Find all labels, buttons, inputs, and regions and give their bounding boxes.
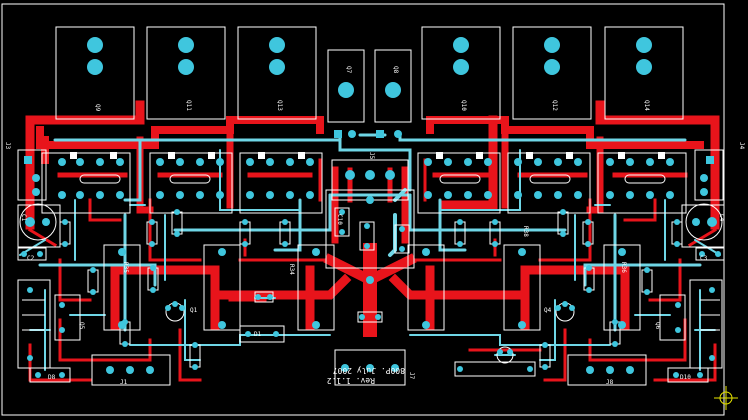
label-j3: J3 — [4, 142, 11, 150]
label-r36: R36 — [620, 262, 627, 273]
q13-outline — [237, 26, 317, 120]
q11-outline — [146, 26, 226, 120]
label-q11: Q11 — [185, 100, 192, 111]
label-d10: D10 — [680, 374, 691, 381]
label-q1: Q1 — [190, 307, 198, 314]
label-q9: Q9 — [94, 104, 101, 112]
label-c3: C3 — [700, 255, 708, 262]
q10-outline — [421, 26, 501, 120]
label-q10: Q10 — [460, 100, 467, 111]
label-c4: C4 — [718, 214, 725, 222]
j4-outline — [694, 149, 724, 201]
q14-outline — [604, 26, 684, 120]
label-j7: J7 — [408, 372, 415, 380]
q8-outline — [374, 49, 412, 123]
label-c10: C10 — [336, 214, 343, 225]
label-j4: J4 — [738, 142, 745, 150]
label-r38: R38 — [522, 226, 529, 237]
q9-outline — [55, 26, 135, 120]
label-d1: D1 — [254, 331, 262, 338]
revision-text: Rev. 1.1.2 800P. July 2007 — [327, 366, 405, 385]
top-copper-layer — [25, 100, 720, 382]
label-q12: Q12 — [551, 100, 558, 111]
label-c2: C2 — [27, 255, 35, 262]
label-j5: J5 — [368, 152, 375, 160]
j3-outline — [17, 149, 47, 201]
label-q7: Q7 — [345, 66, 352, 74]
label-q5: Q5 — [78, 322, 85, 330]
label-c1: C1 — [20, 214, 27, 222]
label-j1: J1 — [120, 379, 128, 386]
label-q13: Q13 — [276, 100, 283, 111]
label-q4: Q4 — [544, 307, 552, 314]
revision-line2: 800P. July 2007 — [333, 366, 405, 375]
label-d8: D8 — [48, 374, 56, 381]
label-q8: Q8 — [392, 66, 399, 74]
board-outline — [1, 3, 725, 416]
q7-outline — [327, 49, 365, 123]
component-labels: Q9 Q11 Q13 Q10 Q12 Q14 Q7 Q8 J3 J4 J5 C1… — [4, 66, 745, 386]
q12-outline — [512, 26, 592, 120]
label-q6: Q6 — [654, 322, 661, 330]
label-r35: R35 — [122, 262, 129, 273]
origin-marker — [714, 386, 738, 410]
pads-layer — [21, 37, 721, 378]
revision-line1: Rev. 1.1.2 — [327, 376, 375, 385]
label-q14: Q14 — [643, 100, 650, 111]
label-r34: R34 — [288, 264, 295, 275]
label-j8: J8 — [606, 379, 614, 386]
